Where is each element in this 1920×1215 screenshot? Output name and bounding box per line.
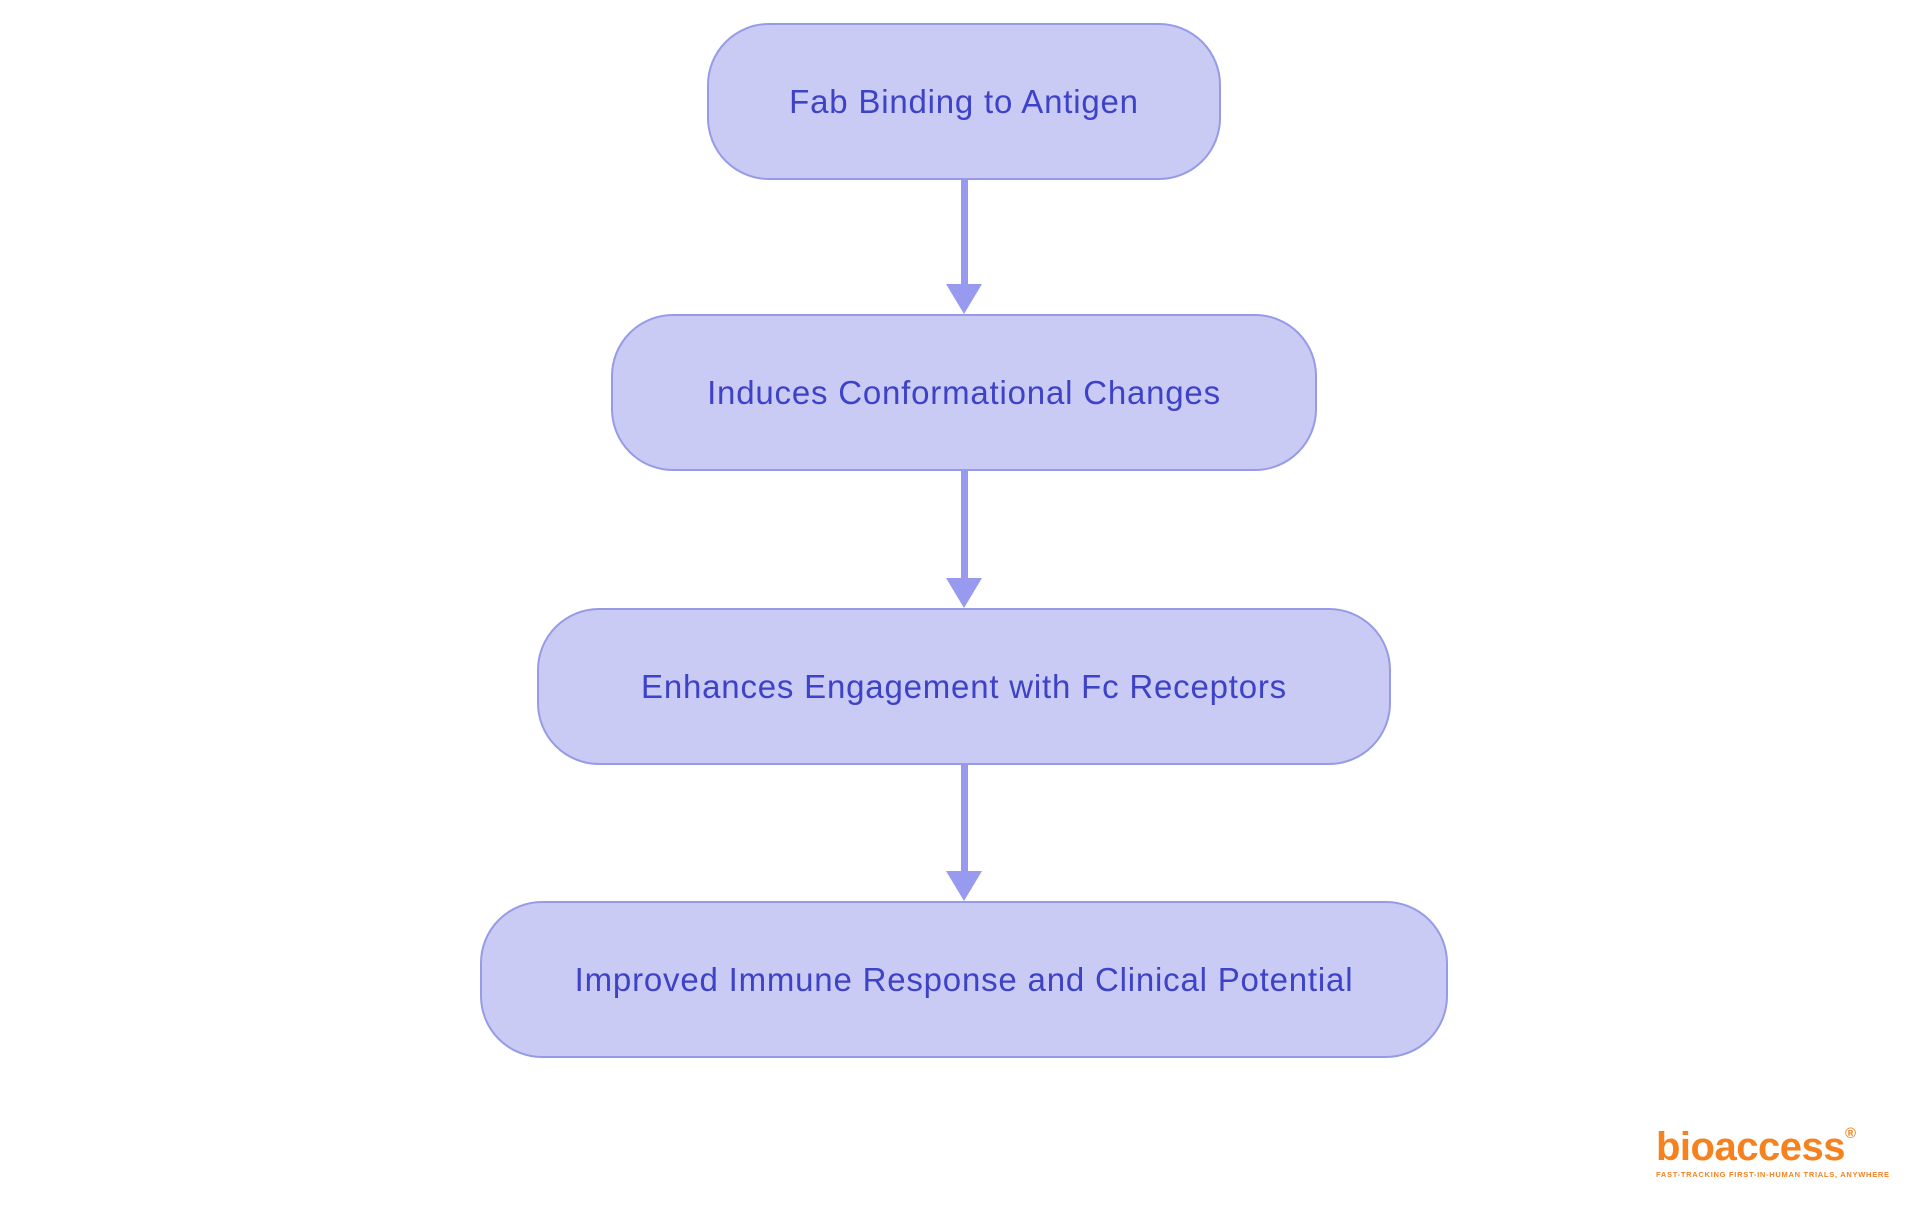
arrow-down-icon <box>946 578 982 608</box>
arrow-down-icon <box>946 871 982 901</box>
flow-node-label: Fab Binding to Antigen <box>789 82 1139 120</box>
flow-node-label: Improved Immune Response and Clinical Po… <box>574 960 1354 998</box>
bioaccess-logo: bioaccess® FAST-TRACKING FIRST-IN-HUMAN … <box>1656 1126 1890 1179</box>
registered-trademark-icon: ® <box>1844 1125 1857 1142</box>
flow-node-immune-response: Improved Immune Response and Clinical Po… <box>480 901 1448 1058</box>
arrow-line-3 <box>960 765 968 871</box>
arrow-line-1 <box>960 180 968 284</box>
flow-node-label: Induces Conformational Changes <box>707 373 1221 411</box>
arrow-line-2 <box>960 471 968 578</box>
bioaccess-wordmark: bioaccess® <box>1656 1125 1857 1169</box>
flow-node-label: Enhances Engagement with Fc Receptors <box>641 667 1287 705</box>
flow-node-fc-receptors: Enhances Engagement with Fc Receptors <box>537 608 1391 765</box>
bioaccess-tagline: FAST-TRACKING FIRST-IN-HUMAN TRIALS, ANY… <box>1656 1170 1890 1179</box>
flow-node-conformational-changes: Induces Conformational Changes <box>611 314 1317 471</box>
arrow-down-icon <box>946 284 982 314</box>
flow-node-fab-binding: Fab Binding to Antigen <box>707 23 1221 180</box>
